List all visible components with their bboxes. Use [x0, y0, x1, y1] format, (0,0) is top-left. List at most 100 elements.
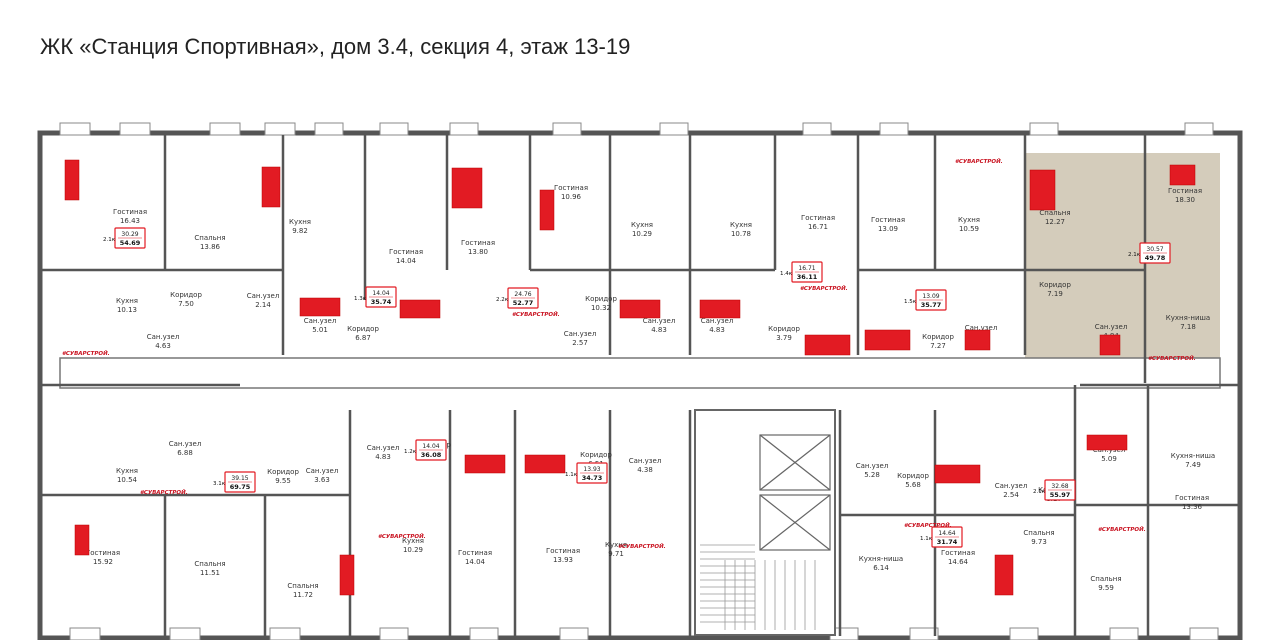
room-area: 16.43: [120, 217, 140, 225]
apartment-total-area: 52.77: [513, 299, 534, 307]
furniture-item: [451, 167, 483, 209]
furniture-item: [539, 189, 555, 231]
brand-mark: #СУВАРСТРОЙ.: [512, 310, 560, 318]
room-area: 10.29: [403, 546, 423, 554]
room-name: Коридор: [768, 325, 800, 333]
room-name: Сан.узел: [304, 317, 337, 325]
apartment-type: 1.1к: [565, 472, 578, 478]
room-area: 13.09: [878, 225, 898, 233]
room-area: 2.14: [255, 301, 271, 309]
brand-mark: #СУВАРСТРОЙ.: [1148, 354, 1196, 362]
apartment-type: 1.2к: [404, 449, 417, 455]
room-name: Кухня: [402, 537, 424, 545]
furniture-item: [699, 299, 741, 319]
room-name: Спальня: [1023, 529, 1054, 537]
room-name: Коридор: [347, 325, 379, 333]
room-labels: Гостиная16.43Спальня13.86Кухня9.82Гостин…: [86, 184, 1215, 599]
room-name: Кухня: [958, 216, 980, 224]
room-area: 7.18: [1180, 323, 1196, 331]
furniture-item: [261, 166, 281, 208]
room-name: Гостиная: [86, 549, 120, 557]
room-name: Гостиная: [554, 184, 588, 192]
room-area: 7.27: [930, 342, 946, 350]
apartment-living-area: 32.68: [1051, 483, 1068, 490]
room-area: 13.36: [1182, 503, 1203, 511]
room-name: Коридор: [922, 333, 954, 341]
furniture-item: [339, 554, 355, 596]
room-area: 10.96: [561, 193, 582, 201]
room-name: Коридор: [1039, 281, 1071, 289]
room-area: 10.78: [731, 230, 751, 238]
apartment-living-area: 14.64: [938, 530, 955, 537]
room-name: Гостиная: [389, 248, 423, 256]
room-area: 13.93: [553, 556, 573, 564]
room-area: 2.54: [1003, 491, 1019, 499]
room-area: 11.51: [200, 569, 220, 577]
apartment-type: 1.5к: [904, 299, 917, 305]
room-name: Сан.узел: [367, 444, 400, 452]
room-name: Сан.узел: [306, 467, 339, 475]
room-area: 10.59: [959, 225, 979, 233]
room-area: 10.54: [117, 476, 138, 484]
apartment-type: 2.2к: [496, 297, 509, 303]
apartment-living-area: 13.09: [922, 293, 939, 300]
room-area: 14.64: [948, 558, 969, 566]
furniture-item: [1086, 434, 1128, 451]
furniture-item: [464, 454, 506, 474]
apartment-type: 1.3к: [354, 296, 367, 302]
furniture-item: [64, 159, 80, 201]
room-area: 7.50: [178, 300, 194, 308]
furniture-item: [804, 334, 851, 356]
room-name: Сан.узел: [247, 292, 280, 300]
highlighted-apartment: [1025, 153, 1220, 383]
windows-bottom: [69, 627, 1219, 640]
room-name: Коридор: [170, 291, 202, 299]
room-name: Сан.узел: [169, 440, 202, 448]
room-name: Гостиная: [458, 549, 492, 557]
room-name: Спальня: [287, 582, 318, 590]
room-area: 16.71: [808, 223, 828, 231]
apartment-total-area: 36.08: [421, 451, 442, 459]
room-name: Спальня: [194, 234, 225, 242]
room-name: Сан.узел: [965, 324, 998, 332]
room-area: 13.86: [200, 243, 221, 251]
room-area: 9.59: [1098, 584, 1114, 592]
apartment-living-area: 24.76: [514, 291, 531, 298]
brand-mark: #СУВАРСТРОЙ.: [378, 532, 426, 540]
furniture-item: [994, 554, 1014, 596]
room-area: 10.13: [117, 306, 137, 314]
room-name: Сан.узел: [564, 330, 597, 338]
apartment-total-area: 54.69: [120, 239, 141, 247]
room-name: Гостиная: [113, 208, 147, 216]
room-area: 14.04: [465, 558, 486, 566]
